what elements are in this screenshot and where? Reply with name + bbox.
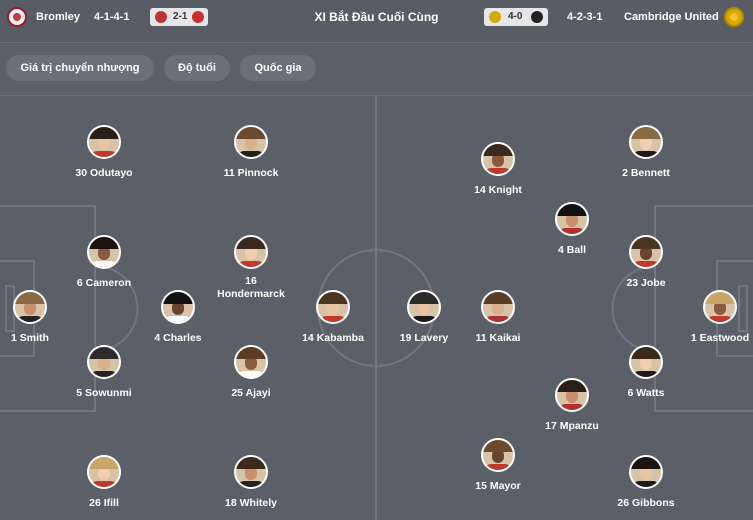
player-photo bbox=[629, 125, 663, 159]
away-player[interactable]: 6 Watts bbox=[591, 345, 701, 400]
home-last-result[interactable]: 2-1 bbox=[150, 8, 208, 26]
player-photo bbox=[234, 455, 268, 489]
player-photo bbox=[87, 455, 121, 489]
home-player[interactable]: 25 Ajayi bbox=[196, 345, 306, 400]
player-name-label: 4 Ball bbox=[557, 244, 586, 256]
home-player[interactable]: 26 Ifill bbox=[49, 455, 159, 510]
away-player[interactable]: 2 Bennett bbox=[591, 125, 701, 180]
lineup-header: Bromley 4-1-4-1 2-1 XI Bắt Đầu Cuối Cùng… bbox=[0, 0, 753, 43]
pitch bbox=[0, 95, 753, 520]
home-player[interactable]: 18 Whitely bbox=[196, 455, 306, 510]
player-photo bbox=[481, 290, 515, 324]
player-photo bbox=[13, 290, 47, 324]
player-name-label: 14 Knight bbox=[474, 184, 522, 196]
home-player[interactable]: 30 Odutayo bbox=[49, 125, 159, 180]
away-player[interactable]: 14 Knight bbox=[443, 142, 553, 197]
cambridge-crest-icon bbox=[724, 7, 744, 27]
away-player[interactable]: 1 Eastwood bbox=[665, 290, 753, 345]
player-photo bbox=[629, 345, 663, 379]
player-name-label: 26 Gibbons bbox=[617, 497, 675, 509]
away-player[interactable]: 17 Mpanzu bbox=[517, 378, 627, 433]
player-photo bbox=[234, 125, 268, 159]
player-name-label: 1 Eastwood bbox=[690, 332, 750, 344]
player-photo bbox=[234, 235, 268, 269]
away-player[interactable]: 4 Ball bbox=[517, 202, 627, 257]
player-photo bbox=[407, 290, 441, 324]
home-player[interactable]: 11 Pinnock bbox=[196, 125, 306, 180]
player-name-label: 25 Ajayi bbox=[231, 387, 271, 399]
cambridge-mini-crest-icon bbox=[489, 11, 501, 23]
filter-market-value[interactable]: Giá trị chuyển nhượng bbox=[6, 55, 154, 81]
page-title: XI Bắt Đầu Cuối Cùng bbox=[314, 10, 439, 24]
player-photo bbox=[87, 345, 121, 379]
away-formation: 4-2-3-1 bbox=[567, 11, 603, 23]
player-name-label: 14 Kabamba bbox=[302, 332, 364, 344]
away-last-result[interactable]: 4-0 bbox=[484, 8, 548, 26]
away-player[interactable]: 11 Kaikai bbox=[443, 290, 553, 345]
player-name-label: 2 Bennett bbox=[622, 167, 670, 179]
player-name-label: 6 Watts bbox=[627, 387, 665, 399]
filter-nationality[interactable]: Quốc gia bbox=[240, 55, 316, 81]
player-photo bbox=[555, 378, 589, 412]
home-player[interactable]: 1 Smith bbox=[0, 290, 85, 345]
player-photo bbox=[234, 345, 268, 379]
player-name-label: 26 Ifill bbox=[89, 497, 119, 509]
opponent-mini-crest-icon bbox=[192, 11, 204, 23]
home-last-score: 2-1 bbox=[173, 11, 188, 22]
player-name-label: 11 Pinnock bbox=[223, 167, 279, 179]
player-photo bbox=[555, 202, 589, 236]
player-name-label: 11 Kaikai bbox=[475, 332, 521, 344]
player-photo bbox=[481, 438, 515, 472]
away-last-score: 4-0 bbox=[508, 11, 523, 22]
away-player[interactable]: 23 Jobe bbox=[591, 235, 701, 290]
bromley-crest-icon bbox=[7, 7, 27, 27]
player-name-label: 1 Smith bbox=[11, 332, 49, 344]
player-photo bbox=[87, 235, 121, 269]
home-formation: 4-1-4-1 bbox=[94, 11, 130, 23]
home-player[interactable]: 14 Kabamba bbox=[278, 290, 388, 345]
away-team-name[interactable]: Cambridge United bbox=[624, 11, 719, 23]
home-player[interactable]: 6 Cameron bbox=[49, 235, 159, 290]
away-player[interactable]: 15 Mayor bbox=[443, 438, 553, 493]
home-player[interactable]: 5 Sowunmi bbox=[49, 345, 159, 400]
player-photo bbox=[481, 142, 515, 176]
player-photo bbox=[629, 235, 663, 269]
player-name-label: 4 Charles bbox=[154, 332, 202, 344]
player-name-label: 5 Sowunmi bbox=[76, 387, 132, 399]
player-name-label: 17 Mpanzu bbox=[545, 420, 599, 432]
opponent-mini-crest-icon bbox=[531, 11, 543, 23]
home-team-name[interactable]: Bromley bbox=[36, 11, 81, 23]
player-name-label: 23 Jobe bbox=[626, 277, 666, 289]
away-player[interactable]: 19 Lavery bbox=[369, 290, 479, 345]
player-name-label: 6 Cameron bbox=[76, 277, 132, 289]
player-photo bbox=[161, 290, 195, 324]
away-player[interactable]: 26 Gibbons bbox=[591, 455, 701, 510]
home-player[interactable]: 4 Charles bbox=[123, 290, 233, 345]
player-photo bbox=[316, 290, 350, 324]
player-name-label: 30 Odutayo bbox=[75, 167, 133, 179]
player-name-label: 19 Lavery bbox=[399, 332, 449, 344]
player-photo bbox=[87, 125, 121, 159]
player-name-label: 15 Mayor bbox=[475, 480, 521, 492]
player-photo bbox=[703, 290, 737, 324]
filter-age[interactable]: Độ tuổi bbox=[164, 55, 230, 81]
bromley-mini-crest-icon bbox=[155, 11, 167, 23]
player-name-label: 18 Whitely bbox=[225, 497, 277, 509]
player-photo bbox=[629, 455, 663, 489]
